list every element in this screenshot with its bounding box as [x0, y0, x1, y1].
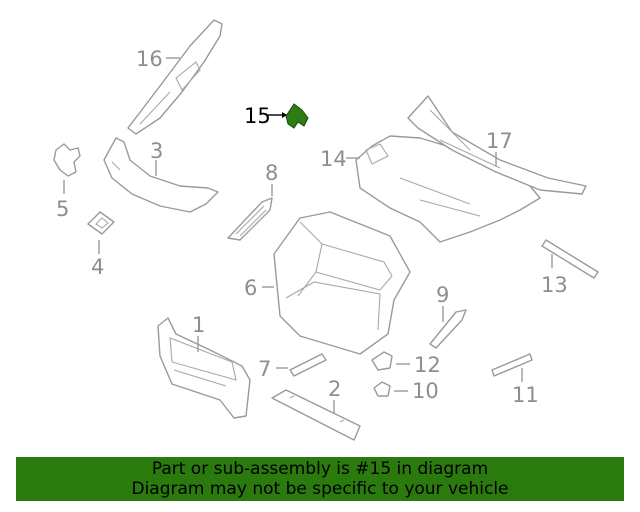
- part-6-storage-tub[interactable]: [273, 211, 411, 355]
- callout-9: 9: [436, 283, 449, 307]
- callout-5: 5: [56, 197, 69, 221]
- callout-3: 3: [150, 139, 163, 163]
- arrowhead-15: [282, 112, 287, 118]
- part-13-trim-strip[interactable]: [541, 239, 599, 279]
- banner-line-2: Diagram may not be specific to your vehi…: [131, 479, 509, 499]
- callout-15: 15: [244, 104, 271, 128]
- callout-11: 11: [512, 383, 539, 407]
- callout-6: 6: [244, 276, 257, 300]
- part-8-vent-grille[interactable]: [227, 197, 273, 241]
- info-banner: Part or sub-assembly is #15 in diagram D…: [16, 457, 624, 501]
- part-1-side-trim-panel[interactable]: [157, 317, 251, 419]
- callout-2: 2: [328, 377, 341, 401]
- callout-10: 10: [412, 379, 439, 403]
- part-10-clip[interactable]: [373, 381, 391, 397]
- callout-16: 16: [136, 47, 163, 71]
- callout-7: 7: [258, 357, 271, 381]
- callout-17: 17: [486, 129, 513, 153]
- part-4-pad[interactable]: [87, 211, 115, 235]
- part-15-bracket-highlighted[interactable]: [285, 103, 309, 129]
- parts-diagram: 16 15 3 5 4 8 6: [53, 19, 599, 441]
- part-9-cover-panel[interactable]: [429, 309, 467, 349]
- callout-4: 4: [91, 255, 104, 279]
- part-11-trim-strip[interactable]: [491, 353, 533, 377]
- callout-1: 1: [192, 313, 205, 337]
- banner-line-1: Part or sub-assembly is #15 in diagram: [151, 459, 489, 479]
- part-5-clip-bracket[interactable]: [53, 143, 81, 177]
- callout-12: 12: [414, 353, 441, 377]
- callout-8: 8: [265, 161, 278, 185]
- part-2-sill-plate[interactable]: [271, 389, 361, 441]
- part-12-clip[interactable]: [371, 351, 393, 371]
- callout-13: 13: [541, 273, 568, 297]
- part-7-small-strip[interactable]: [289, 353, 327, 377]
- part-3-sill-trim[interactable]: [103, 137, 219, 213]
- callout-14: 14: [320, 147, 347, 171]
- part-14-rear-panel[interactable]: [355, 135, 541, 243]
- part-17-upper-panel[interactable]: [407, 95, 587, 195]
- part-16-pillar-trim[interactable]: [127, 19, 223, 135]
